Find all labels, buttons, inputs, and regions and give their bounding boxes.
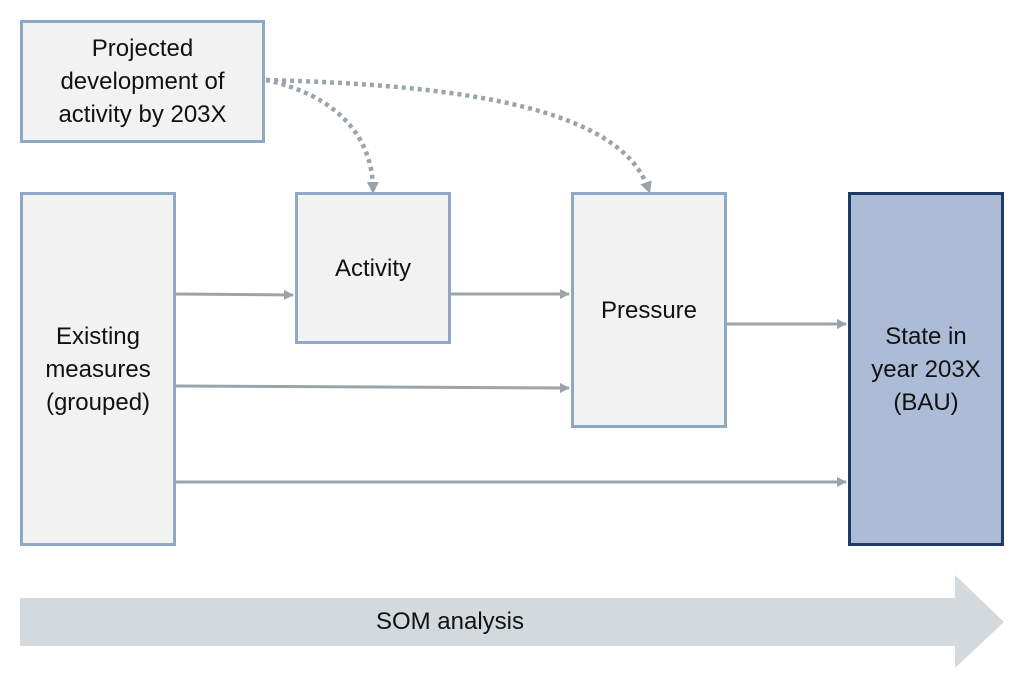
dotted-arrow-projected-to-pressure bbox=[265, 77, 652, 194]
activity-label: Activity bbox=[334, 254, 411, 282]
state-box: State in year 203X (BAU) bbox=[848, 192, 1004, 546]
som-analysis-label: SOM analysis bbox=[375, 608, 525, 635]
arrow-existing-to-pressure bbox=[175, 382, 570, 393]
projected-development-box: Projected development of activity by 203… bbox=[20, 20, 265, 143]
dotted-arrow-projected-to-activity bbox=[265, 77, 379, 194]
existing-measures-box: Existing measures (grouped) bbox=[20, 192, 176, 546]
arrow-existing-to-activity bbox=[175, 289, 294, 300]
activity-box: Activity bbox=[295, 192, 451, 344]
projected-development-label: Projected development of activity by 203… bbox=[58, 35, 227, 128]
existing-measures-label: Existing measures (grouped) bbox=[45, 322, 151, 416]
pressure-box: Pressure bbox=[571, 192, 727, 428]
state-label: State in year 203X (BAU) bbox=[871, 322, 981, 416]
som-analysis-band-arrow bbox=[20, 575, 1004, 668]
pressure-label: Pressure bbox=[600, 296, 698, 324]
